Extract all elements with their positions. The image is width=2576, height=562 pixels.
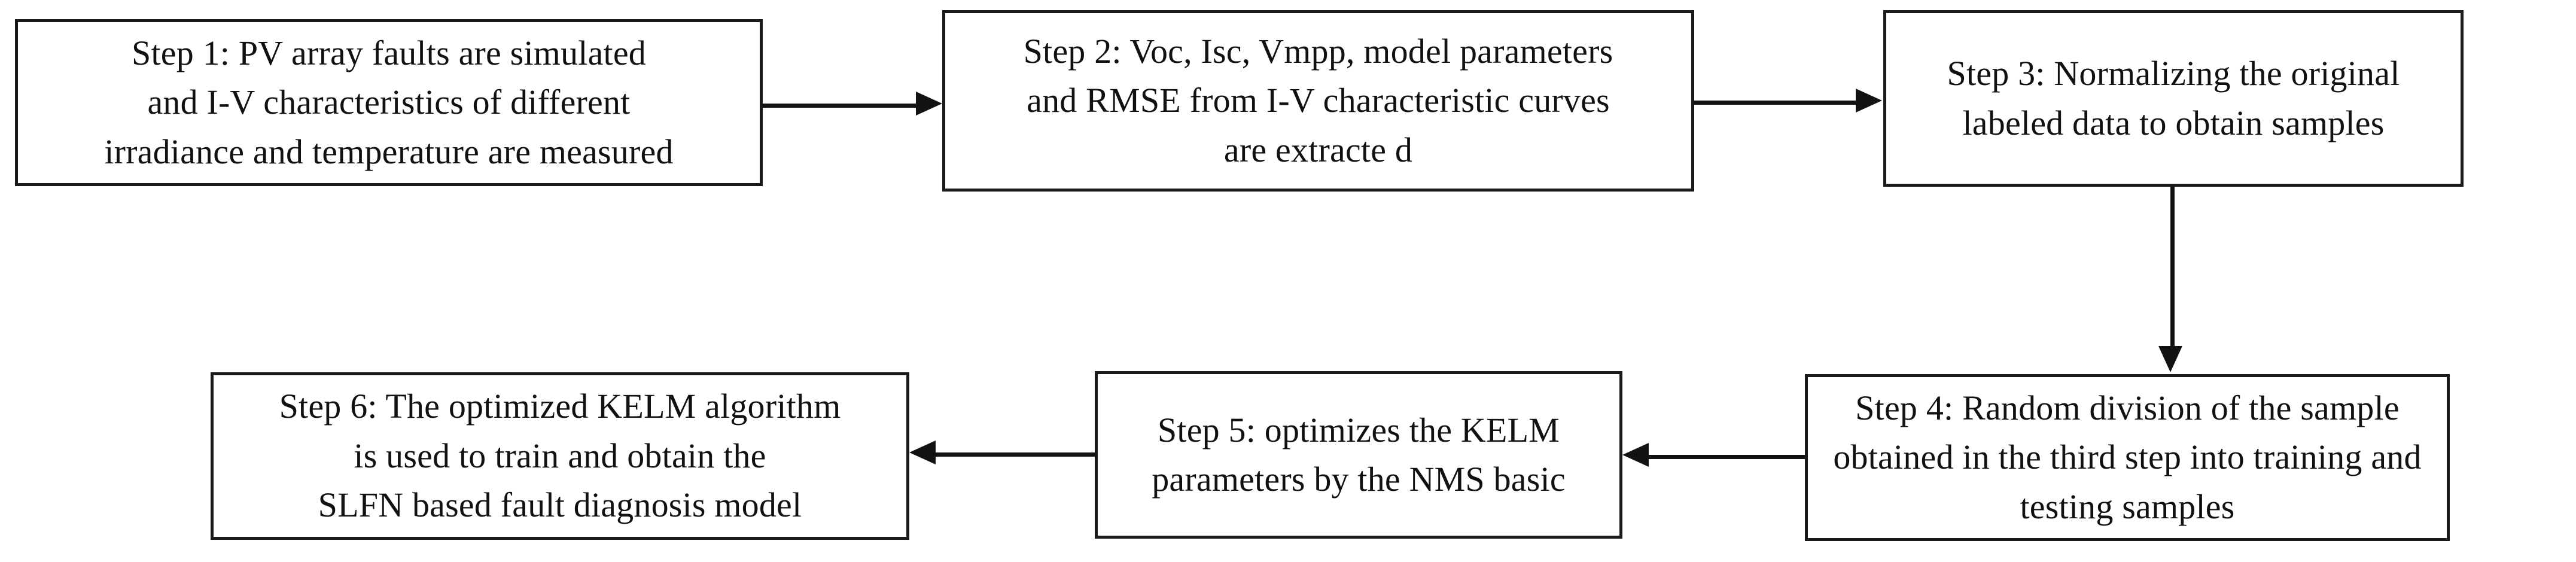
arrow-head-down-icon bbox=[2158, 346, 2182, 372]
flow-node-step-5-label: Step 5: optimizes the KELM parameters by… bbox=[1152, 410, 1566, 499]
flow-node-step-2[interactable]: Step 2: Voc, Isc, Vmpp, model parameters… bbox=[942, 10, 1694, 192]
arrow-head-right-icon bbox=[916, 92, 942, 116]
flow-node-step-4-label: Step 4: Random division of the sample ob… bbox=[1833, 388, 2422, 526]
flow-node-step-1-label: Step 1: PV array faults are simulated an… bbox=[104, 33, 674, 171]
flow-node-step-2-label: Step 2: Voc, Isc, Vmpp, model parameters… bbox=[1023, 31, 1613, 169]
arrow-head-left-icon bbox=[1622, 443, 1649, 467]
arrow-head-right-icon bbox=[1856, 89, 1882, 113]
connector-step5-to-step6 bbox=[936, 452, 1095, 457]
connector-step4-to-step5 bbox=[1649, 455, 1805, 459]
connector-step3-to-step4 bbox=[2170, 187, 2175, 347]
flow-node-step-3[interactable]: Step 3: Normalizing the original labeled… bbox=[1883, 10, 2464, 187]
flow-node-step-5[interactable]: Step 5: optimizes the KELM parameters by… bbox=[1095, 371, 1622, 539]
connector-step2-to-step3 bbox=[1694, 101, 1857, 105]
flow-node-step-6[interactable]: Step 6: The optimized KELM algorithm is … bbox=[211, 372, 909, 540]
flow-node-step-6-label: Step 6: The optimized KELM algorithm is … bbox=[279, 387, 841, 525]
flow-node-step-4[interactable]: Step 4: Random division of the sample ob… bbox=[1805, 374, 2450, 541]
flow-node-step-3-label: Step 3: Normalizing the original labeled… bbox=[1947, 54, 2400, 142]
flow-node-step-1[interactable]: Step 1: PV array faults are simulated an… bbox=[15, 19, 763, 186]
arrow-head-left-icon bbox=[909, 441, 936, 464]
connector-step1-to-step2 bbox=[763, 104, 917, 108]
